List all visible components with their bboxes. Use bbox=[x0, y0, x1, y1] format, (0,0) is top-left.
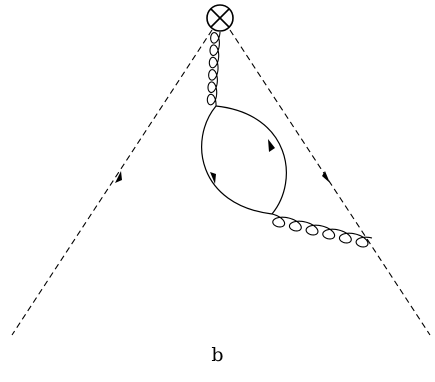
quark-loop-right-arc bbox=[215, 105, 287, 215]
quark-loop bbox=[201, 105, 287, 215]
figure-caption: b bbox=[211, 344, 224, 366]
eikonal-line-right bbox=[229, 29, 431, 336]
eikonal-left-arrow-icon bbox=[115, 171, 122, 183]
quark-loop-left-arc bbox=[201, 105, 273, 215]
quark-loop-left-arrow-icon bbox=[210, 172, 216, 184]
operator-vertex-circle-cross-icon bbox=[206, 4, 234, 32]
gluon-upper bbox=[206, 31, 221, 107]
quark-loop-right-arrow-icon bbox=[268, 139, 275, 152]
eikonal-right-arrow-icon bbox=[322, 171, 330, 183]
gluon-lower bbox=[271, 213, 373, 248]
eikonal-line-left bbox=[11, 29, 213, 336]
